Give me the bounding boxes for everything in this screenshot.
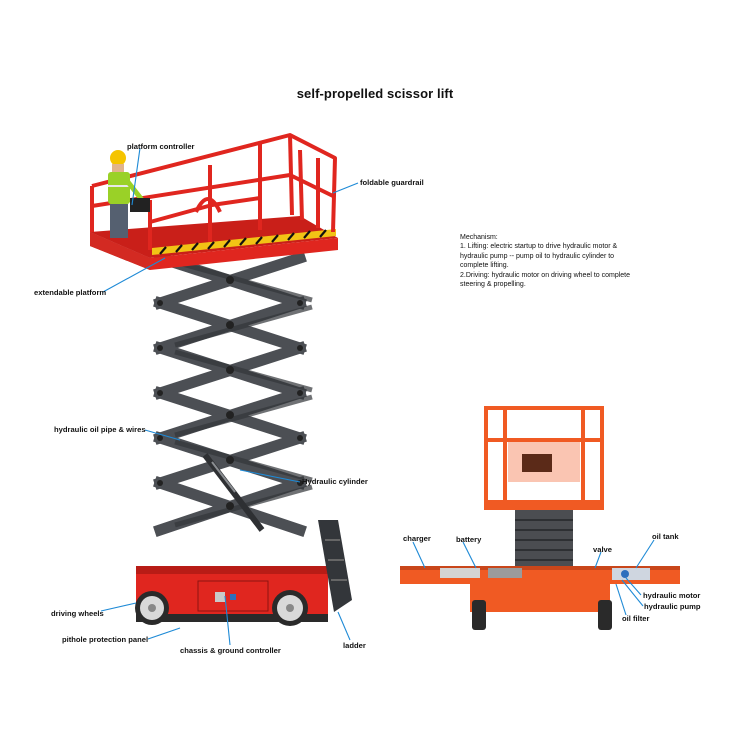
mechanism-line: 2.Driving: hydraulic motor on driving wh… (460, 271, 631, 279)
mechanism-heading: Mechanism: (460, 234, 498, 241)
mechanism-line: 1. Lifting: electric startup to drive hy… (460, 243, 618, 251)
worker-figure (108, 150, 150, 238)
label-hydraulic-motor: hydraulic motor (643, 591, 701, 600)
scissor-pins (157, 276, 303, 510)
label-charger: charger (403, 534, 431, 543)
rear-view-scissor-lift-illustration (400, 406, 680, 630)
driving-wheels (135, 590, 308, 626)
hydraulic-cylinder-shape (202, 453, 265, 532)
label-oil-filter: oil filter (622, 614, 650, 623)
label-pithole-protection-panel: pithole protection panel (62, 635, 149, 644)
label-valve: valve (593, 545, 613, 554)
label-hydraulic-cylinder: Hydraulic cylinder (302, 477, 368, 486)
main-scissor-lift-illustration (90, 133, 352, 626)
cylinder-rod (211, 461, 236, 493)
mechanism-line: complete lifting. (460, 262, 509, 270)
label-hydraulic-pump: hydraulic pump (644, 602, 701, 611)
leader-lines (100, 147, 655, 646)
guardrail (90, 133, 337, 250)
label-platform-controller: platform controller (127, 142, 195, 151)
label-driving-wheels: driving wheels (51, 609, 104, 618)
label-extendable-platform: extendable platform (34, 288, 107, 297)
label-ladder: ladder (343, 641, 366, 650)
mechanism-line: steering & propelling. (460, 281, 526, 289)
mechanism-description: Mechanism: 1. Lifting: electric startup … (460, 233, 710, 289)
label-hydraulic-oil-pipe: hydraulic oil pipe & wires (54, 425, 146, 434)
diagram-title: self-propelled scissor lift (296, 86, 454, 101)
label-oil-tank: oil tank (652, 532, 679, 541)
label-battery: battery (456, 535, 482, 544)
mechanism-line: hydraulic pump -- pump oil to hydraulic … (460, 252, 615, 260)
label-foldable-guardrail: foldable guardrail (360, 178, 424, 187)
label-chassis-ground-controller: chassis & ground controller (180, 646, 281, 655)
